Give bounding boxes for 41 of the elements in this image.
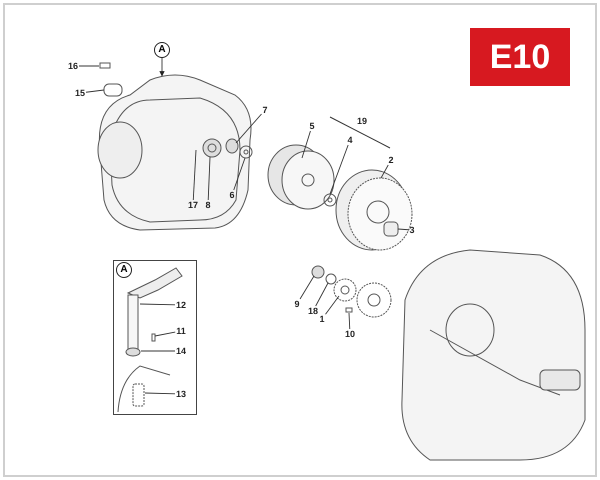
callout-number: 4: [346, 135, 354, 145]
callout-number: 8: [204, 200, 212, 210]
leader-line: [233, 158, 246, 190]
callout-number: 2: [388, 155, 394, 165]
leader-line: [140, 304, 176, 306]
callout-number: 10: [344, 329, 356, 339]
callout-number: 7: [262, 105, 268, 115]
callout-number: 3: [408, 225, 416, 235]
callout-number: 15: [74, 88, 86, 98]
callout-number: 13: [175, 389, 187, 399]
leader-line: [140, 350, 176, 352]
leader-line: [300, 276, 314, 300]
leader-line: [208, 156, 210, 200]
leader-line: [380, 164, 389, 178]
callout-number: 16: [67, 61, 79, 71]
callout-number: 17: [187, 200, 199, 210]
leader-line: [315, 282, 328, 306]
leader-line: [236, 114, 262, 144]
leader-line: [144, 392, 176, 394]
callout-number: 1: [318, 314, 326, 324]
leader-line: [398, 228, 409, 230]
inset-panel: [113, 260, 197, 415]
leader-line: [192, 150, 196, 200]
leader-line: [302, 130, 311, 158]
callout-number: 14: [175, 346, 187, 356]
section-code: E10: [488, 37, 552, 78]
callout-number: 11: [175, 326, 187, 336]
callout-number: 18: [307, 306, 319, 316]
callout-number: 9: [294, 299, 300, 309]
callout-letter: A: [116, 262, 132, 278]
callout-number: 5: [308, 121, 316, 131]
callout-number: 6: [228, 190, 236, 200]
leader-line: [348, 312, 350, 330]
arrow: [159, 58, 165, 77]
leader-line: [325, 296, 340, 315]
leader-line: [154, 332, 176, 336]
callout-number: 12: [175, 300, 187, 310]
callout-number: 19: [356, 116, 368, 126]
callout-letter: A: [154, 42, 170, 58]
leader-line: [330, 144, 349, 194]
leader-line: [86, 90, 104, 93]
